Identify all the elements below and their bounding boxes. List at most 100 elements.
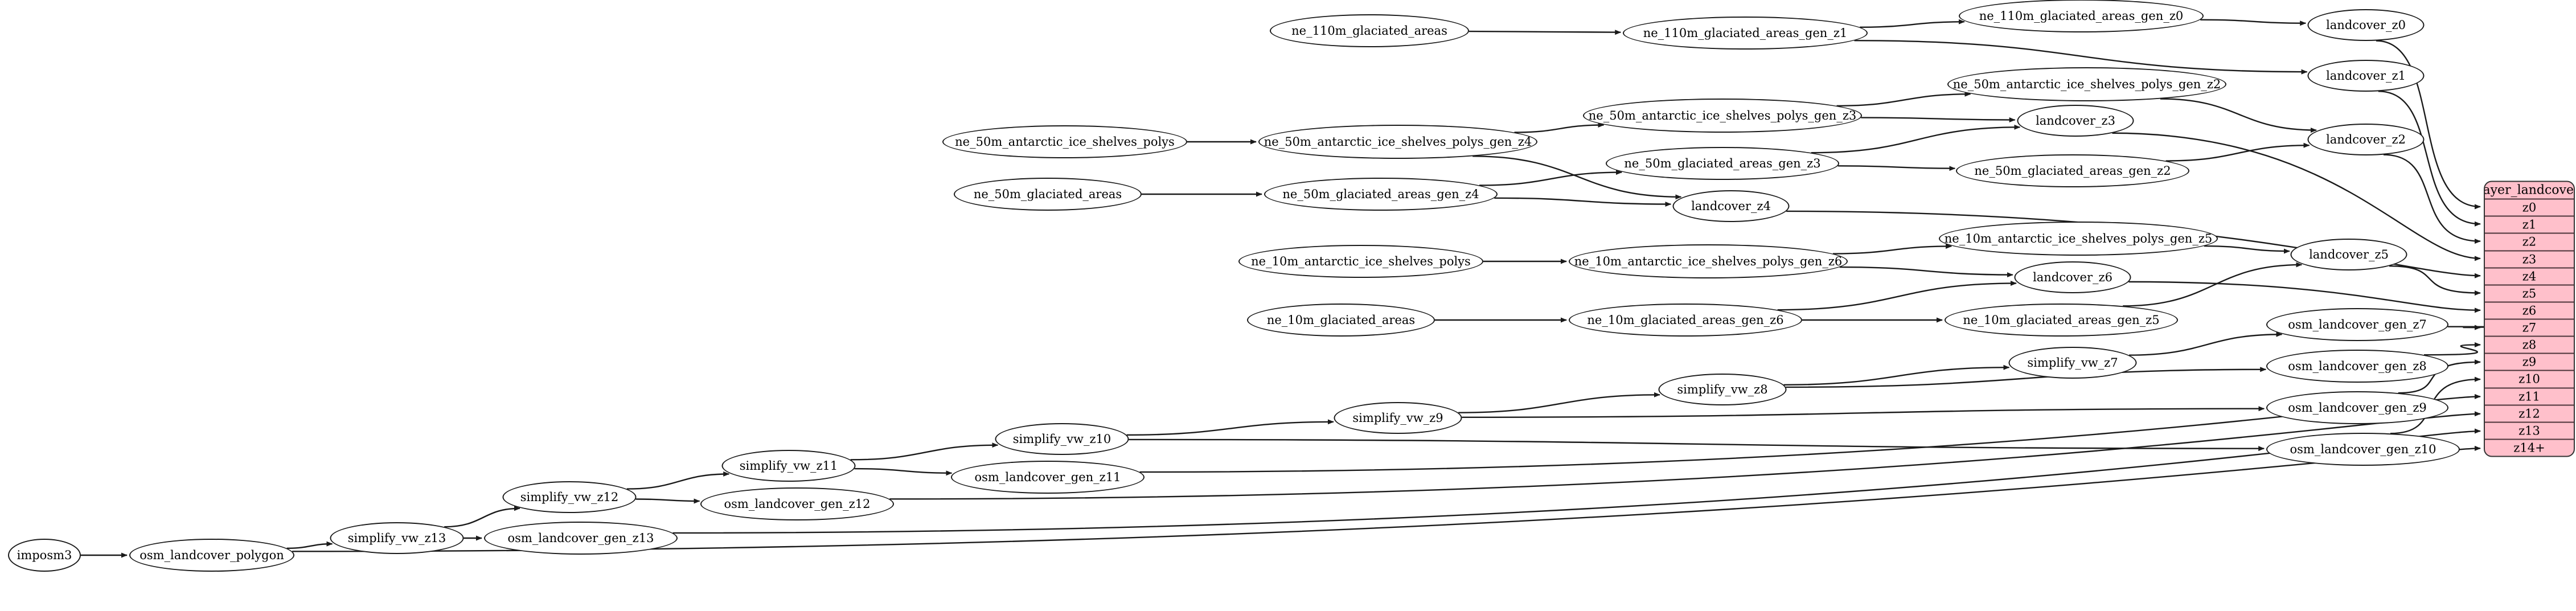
graph-node-landcover_z3[interactable]: landcover_z3 — [2017, 105, 2134, 137]
record-row-z3[interactable]: z3 — [2485, 250, 2574, 267]
edge-simplify_vw_z13-to-simplify_vw_z12 — [444, 506, 520, 528]
graph-node-ne_50m_antarctic_ice_shelves_polys_gen_z2[interactable]: ne_50m_antarctic_ice_shelves_polys_gen_z… — [1947, 67, 2226, 101]
record-row-z8[interactable]: z8 — [2485, 335, 2574, 353]
edge-simplify_vw_z12-to-simplify_vw_z11 — [626, 471, 730, 490]
edge-ne_10m_antarctic_ice_shelves_polys_gen_z5-to-landcover_z5 — [2204, 245, 2290, 254]
graph-node-landcover_z0[interactable]: landcover_z0 — [2307, 9, 2425, 41]
graph-node-ne_50m_glaciated_areas_gen_z3[interactable]: ne_50m_glaciated_areas_gen_z3 — [1606, 147, 1839, 180]
graph-node-simplify_vw_z12[interactable]: simplify_vw_z12 — [502, 481, 637, 513]
edge-landcover_z1-to-row-z1 — [2378, 91, 2481, 227]
edge-osm_landcover_gen_z8-to-row-z8 — [2423, 342, 2481, 356]
graph-node-imposm3[interactable]: imposm3 — [8, 539, 81, 572]
graph-node-ne_10m_glaciated_areas_gen_z5[interactable]: ne_10m_glaciated_areas_gen_z5 — [1945, 304, 2178, 337]
graph-node-ne_110m_glaciated_areas_gen_z0[interactable]: ne_110m_glaciated_areas_gen_z0 — [1959, 0, 2204, 32]
record-row-z1[interactable]: z1 — [2485, 215, 2574, 233]
edge-landcover_z0-to-row-z0 — [2376, 40, 2481, 210]
graph-node-landcover_z6[interactable]: landcover_z6 — [2014, 261, 2131, 293]
edge-simplify_vw_z11-to-simplify_vw_z10 — [850, 442, 999, 461]
edge-ne_50m_antarctic_ice_shelves_polys_gen_z2-to-landcover_z2 — [2160, 98, 2317, 133]
graph-node-osm_landcover_gen_z10[interactable]: osm_landcover_gen_z10 — [2266, 433, 2460, 466]
graph-node-landcover_z1[interactable]: landcover_z1 — [2307, 60, 2425, 92]
record-row-z6[interactable]: z6 — [2485, 301, 2574, 318]
edge-ne_50m_antarctic_ice_shelves_polys_gen_z3-to-landcover_z3 — [1861, 117, 2016, 123]
record-header: layer_landcover — [2484, 183, 2575, 198]
edge-ne_110m_glaciated_areas_gen_z0-to-landcover_z0 — [2200, 19, 2307, 26]
record-row-z5[interactable]: z5 — [2485, 284, 2574, 301]
record-row-z0[interactable]: z0 — [2485, 198, 2574, 216]
edge-ne_10m_glaciated_areas_gen_z6-to-landcover_z6 — [1777, 280, 2017, 311]
graph-node-simplify_vw_z11[interactable]: simplify_vw_z11 — [721, 450, 856, 482]
edge-osm_landcover_gen_z9-to-row-z9 — [2398, 359, 2481, 394]
record-row-z4[interactable]: z4 — [2485, 267, 2574, 284]
edge-ne_10m_antarctic_ice_shelves_polys_gen_z6-to-landcover_z6 — [1839, 266, 2013, 278]
edge-group — [80, 19, 2496, 558]
graph-node-landcover_z2[interactable]: landcover_z2 — [2307, 124, 2425, 155]
graph-node-osm_landcover_gen_z13[interactable]: osm_landcover_gen_z13 — [484, 522, 678, 555]
graph-node-landcover_z5[interactable]: landcover_z5 — [2290, 239, 2407, 270]
edge-landcover_z4-to-row-z4 — [1786, 210, 2481, 278]
edge-landcover_z5-to-row-z5 — [2389, 265, 2481, 296]
edge-simplify_vw_z9-to-osm_landcover_gen_z9 — [1462, 406, 2265, 418]
edge-ne_50m_glaciated_areas_gen_z2-to-landcover_z2 — [2165, 142, 2310, 162]
edge-ne_50m_antarctic_ice_shelves_polys_gen_z4-to-landcover_z4 — [1472, 155, 1682, 200]
edge-simplify_vw_z9-to-simplify_vw_z8 — [1458, 392, 1660, 413]
graph-node-osm_landcover_gen_z8[interactable]: osm_landcover_gen_z8 — [2266, 350, 2448, 383]
record-row-z7[interactable]: z7 — [2485, 318, 2574, 336]
edge-landcover_z3-to-row-z3 — [2112, 132, 2481, 261]
graph-node-ne_110m_glaciated_areas_gen_z1[interactable]: ne_110m_glaciated_areas_gen_z1 — [1623, 17, 1868, 50]
edge-ne_50m_glaciated_areas_gen_z3-to-landcover_z3 — [1811, 124, 2021, 154]
edge-ne_50m_glaciated_areas_gen_z4-to-landcover_z4 — [1494, 197, 1672, 207]
edge-simplify_vw_z8-to-osm_landcover_gen_z8 — [1786, 367, 2267, 388]
graph-node-ne_50m_glaciated_areas[interactable]: ne_50m_glaciated_areas — [954, 178, 1142, 211]
graph-node-osm_landcover_gen_z7[interactable]: osm_landcover_gen_z7 — [2266, 308, 2448, 341]
record-row-z14+[interactable]: z14+ — [2485, 438, 2574, 456]
graph-node-ne_110m_glaciated_areas[interactable]: ne_110m_glaciated_areas — [1270, 14, 1469, 47]
edge-simplify_vw_z10-to-osm_landcover_gen_z10 — [1129, 438, 2265, 452]
record-row-z11[interactable]: z11 — [2485, 387, 2574, 404]
graph-node-osm_landcover_polygon[interactable]: osm_landcover_polygon — [129, 539, 294, 572]
edge-simplify_vw_z10-to-simplify_vw_z9 — [1126, 419, 1334, 436]
graph-node-simplify_vw_z8[interactable]: simplify_vw_z8 — [1658, 374, 1787, 405]
graph-node-ne_50m_antarctic_ice_shelves_polys[interactable]: ne_50m_antarctic_ice_shelves_polys — [942, 125, 1187, 158]
edge-ne_110m_glaciated_areas-to-ne_110m_glaciated_areas_gen_z1 — [1469, 30, 1622, 35]
graph-node-ne_50m_glaciated_areas_gen_z4[interactable]: ne_50m_glaciated_areas_gen_z4 — [1264, 178, 1498, 211]
edge-simplify_vw_z12-to-osm_landcover_gen_z12 — [635, 498, 700, 504]
graph-node-ne_10m_glaciated_areas_gen_z6[interactable]: ne_10m_glaciated_areas_gen_z6 — [1569, 304, 1802, 337]
record-row-z12[interactable]: z12 — [2485, 404, 2574, 421]
record-row-z2[interactable]: z2 — [2485, 232, 2574, 250]
edge-landcover_z6-to-row-z6 — [2128, 281, 2481, 313]
edge-osm_landcover_polygon-to-simplify_vw_z13 — [286, 541, 333, 550]
record-row-z13[interactable]: z13 — [2485, 421, 2574, 438]
graph-node-landcover_z4[interactable]: landcover_z4 — [1672, 190, 1790, 222]
graph-node-ne_50m_antarctic_ice_shelves_polys_gen_z4[interactable]: ne_50m_antarctic_ice_shelves_polys_gen_z… — [1258, 125, 1537, 159]
edge-ne_50m_antarctic_ice_shelves_polys_gen_z3-to-ne_50m_antarctic_ice_shelves_polys_gen_z2 — [1836, 91, 1971, 106]
edge-simplify_vw_z8-to-simplify_vw_z7 — [1783, 364, 2010, 386]
edge-ne_10m_antarctic_ice_shelves_polys_gen_z6-to-ne_10m_antarctic_ice_shelves_polys_gen_z5 — [1832, 243, 1952, 255]
record-row-z9[interactable]: z9 — [2485, 352, 2574, 370]
edge-ne_110m_glaciated_areas_gen_z1-to-landcover_z1 — [1854, 39, 2308, 75]
graph-node-simplify_vw_z9[interactable]: simplify_vw_z9 — [1334, 402, 1462, 434]
graph-node-osm_landcover_gen_z12[interactable]: osm_landcover_gen_z12 — [700, 487, 894, 520]
graph-node-ne_50m_antarctic_ice_shelves_polys_gen_z3[interactable]: ne_50m_antarctic_ice_shelves_polys_gen_z… — [1583, 99, 1862, 133]
edge-ne_50m_glaciated_areas_gen_z3-to-ne_50m_glaciated_areas_gen_z2 — [1837, 165, 1956, 171]
edge-landcover_z2-to-row-z2 — [2383, 154, 2481, 244]
record-row-z10[interactable]: z10 — [2485, 370, 2574, 387]
graph-node-simplify_vw_z10[interactable]: simplify_vw_z10 — [995, 423, 1129, 455]
graph-node-ne_50m_glaciated_areas_gen_z2[interactable]: ne_50m_glaciated_areas_gen_z2 — [1956, 154, 2189, 187]
graph-node-ne_10m_glaciated_areas[interactable]: ne_10m_glaciated_areas — [1247, 304, 1435, 337]
graph-node-ne_10m_antarctic_ice_shelves_polys_gen_z5[interactable]: ne_10m_antarctic_ice_shelves_polys_gen_z… — [1939, 222, 2218, 256]
edge-ne_10m_glaciated_areas_gen_z5-to-landcover_z5 — [2123, 262, 2303, 307]
graph-node-simplify_vw_z13[interactable]: simplify_vw_z13 — [330, 522, 464, 554]
graph-node-ne_10m_antarctic_ice_shelves_polys[interactable]: ne_10m_antarctic_ice_shelves_polys — [1238, 245, 1483, 278]
edge-ne_110m_glaciated_areas_gen_z1-to-ne_110m_glaciated_areas_gen_z0 — [1860, 19, 1965, 28]
edge-ne_50m_glaciated_areas_gen_z4-to-ne_50m_glaciated_areas_gen_z3 — [1479, 170, 1623, 186]
graph-node-ne_10m_antarctic_ice_shelves_polys_gen_z6[interactable]: ne_10m_antarctic_ice_shelves_polys_gen_z… — [1569, 244, 1848, 278]
graph-node-osm_landcover_gen_z9[interactable]: osm_landcover_gen_z9 — [2266, 391, 2448, 424]
graph-node-simplify_vw_z7[interactable]: simplify_vw_z7 — [2008, 347, 2137, 379]
edge-simplify_vw_z7-to-osm_landcover_gen_z7 — [2129, 331, 2283, 356]
edge-simplify_vw_z11-to-osm_landcover_gen_z11 — [854, 468, 953, 476]
graph-node-osm_landcover_gen_z11[interactable]: osm_landcover_gen_z11 — [951, 461, 1145, 494]
